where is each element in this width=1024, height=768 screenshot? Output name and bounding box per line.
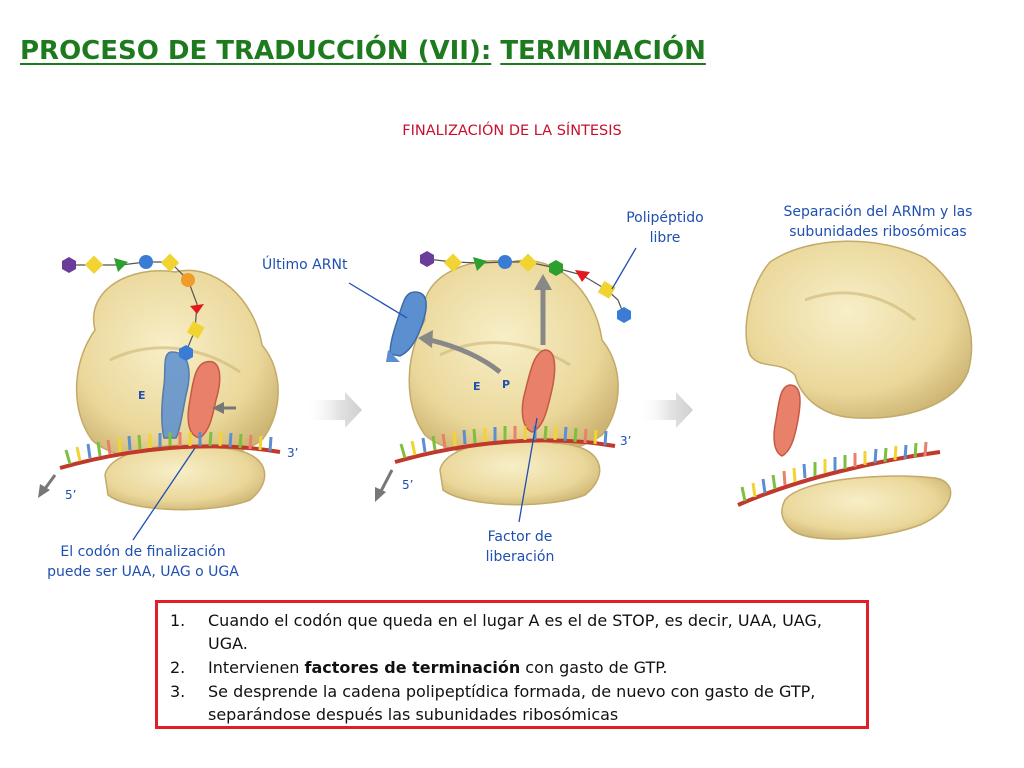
- list-text-pre: Intervienen: [208, 658, 305, 677]
- codon-line-1: El codón de finalización: [60, 544, 226, 560]
- list-text-bold: factores de terminación: [304, 658, 521, 677]
- list-text: Cuando el codón que queda en el lugar A …: [208, 611, 822, 653]
- step-arrow-2: [638, 392, 693, 428]
- ribosome-panel-1: [38, 253, 281, 541]
- ribosome-panel-3: [737, 240, 973, 540]
- codon-label: El codón de finalización puede ser UAA, …: [26, 542, 260, 582]
- factor-line-2: liberación: [485, 549, 555, 565]
- summary-box: 1. Cuando el codón que queda en el lugar…: [155, 600, 869, 729]
- list-text: Intervienen factores de terminación con …: [208, 656, 848, 679]
- list-text-post: con gasto de GTP.: [520, 658, 668, 677]
- factor-liberacion-label: Factor de liberación: [470, 527, 570, 567]
- ribosome-panel-2: [348, 247, 637, 523]
- five-prime-label-2: 5’: [402, 478, 414, 492]
- codon-line-2: puede ser UAA, UAG o UGA: [47, 564, 239, 580]
- five-prime-label-1: 5’: [65, 488, 77, 502]
- separacion-label: Separación del ARNm y las subunidades ri…: [760, 202, 996, 242]
- site-e-label-1: E: [138, 389, 146, 402]
- page-title: PROCESO DE TRADUCCIÓN (VII): TERMINACIÓN: [20, 36, 706, 66]
- list-number: 1.: [170, 611, 186, 630]
- polipeptido-line-2: libre: [649, 230, 681, 246]
- polipeptido-line-1: Polipéptido: [626, 210, 704, 226]
- separacion-line-1: Separación del ARNm y las: [783, 204, 973, 220]
- polipeptido-label: Polipéptido libre: [612, 208, 718, 248]
- list-number: 3.: [170, 682, 186, 701]
- ultimo-arnt-label: Último ARNt: [262, 257, 348, 273]
- list-text: Se desprende la cadena polipeptídica for…: [208, 682, 816, 724]
- title-part1: PROCESO DE TRADUCCIÓN (VII):: [20, 36, 492, 66]
- separacion-line-2: subunidades ribosómicas: [789, 224, 967, 240]
- site-p-label-2: P: [502, 378, 511, 391]
- step-arrow-1: [305, 392, 362, 428]
- diagram-subtitle: FINALIZACIÓN DE LA SÍNTESIS: [402, 123, 622, 139]
- factor-line-1: Factor de: [487, 529, 553, 545]
- three-prime-label-2: 3’: [620, 434, 632, 448]
- list-number: 2.: [170, 658, 186, 677]
- three-prime-label-1: 3’: [287, 446, 299, 460]
- title-part2: TERMINACIÓN: [500, 36, 706, 66]
- site-e-label-2: E: [473, 380, 481, 393]
